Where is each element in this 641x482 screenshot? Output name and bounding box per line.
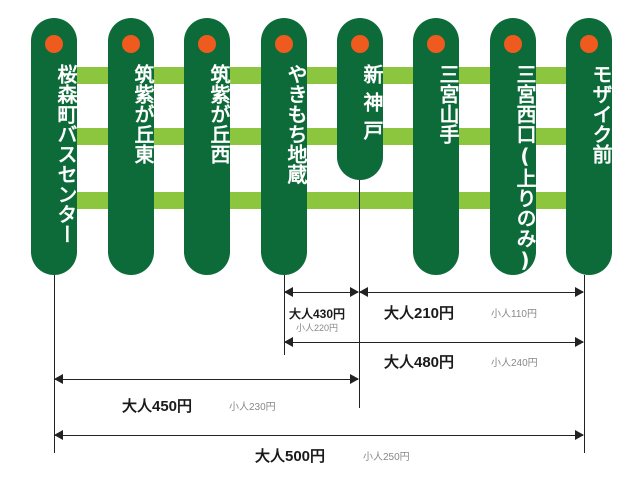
fare-adult: 大人450円 — [122, 398, 193, 415]
station-name: 新神戸 — [360, 64, 384, 148]
station-name: 桜森町バスセンター — [54, 64, 78, 244]
fare-arrow — [284, 287, 359, 297]
fare-adult: 大人430円 — [289, 307, 346, 321]
fare-arrow — [284, 337, 584, 347]
station-yakimochi-jizo: やきもち地蔵 — [261, 18, 308, 275]
drop-line — [284, 275, 285, 355]
station-name: 三宮西口(上りのみ) — [513, 64, 537, 272]
stop-marker-icon — [580, 35, 598, 53]
station-name: 筑紫が丘西 — [207, 64, 231, 164]
station-name: やきもち地蔵 — [284, 64, 308, 184]
station-sakuramoricho-bus-center: 桜森町バスセンター — [31, 18, 78, 275]
station-shin-kobe: 新神戸 — [337, 18, 384, 180]
station-sannomiya-nishiguchi: 三宮西口(上りのみ) — [490, 18, 537, 275]
station-chikushigaoka-higashi: 筑紫が丘東 — [108, 18, 155, 275]
station-sannomiya-yamate: 三宮山手 — [413, 18, 460, 275]
stop-marker-icon — [198, 35, 216, 53]
station-name: 筑紫が丘東 — [131, 64, 155, 164]
fare-child: 小人250円 — [363, 452, 410, 463]
fare-arrow — [54, 374, 359, 384]
drop-line — [54, 275, 55, 453]
station-name: モザイク前 — [589, 64, 613, 164]
fare-child: 小人240円 — [491, 358, 538, 369]
stop-marker-icon — [275, 35, 293, 53]
stop-marker-icon — [45, 35, 63, 53]
drop-line — [584, 275, 585, 453]
stop-marker-icon — [351, 35, 369, 53]
station-name: 三宮山手 — [436, 64, 460, 144]
fare-child: 小人110円 — [491, 309, 537, 320]
fare-arrow — [359, 287, 584, 297]
stop-marker-icon — [122, 35, 140, 53]
stop-marker-icon — [427, 35, 445, 53]
fare-adult: 大人500円 — [255, 448, 326, 465]
station-mosaic-mae: モザイク前 — [566, 18, 613, 275]
fare-arrow — [54, 430, 584, 440]
fare-adult: 大人480円 — [384, 354, 455, 371]
fare-adult: 大人210円 — [384, 305, 455, 322]
fare-child: 小人230円 — [229, 402, 276, 413]
station-chikushigaoka-nishi: 筑紫が丘西 — [184, 18, 231, 275]
stop-marker-icon — [504, 35, 522, 53]
fare-child: 小人220円 — [296, 323, 339, 333]
